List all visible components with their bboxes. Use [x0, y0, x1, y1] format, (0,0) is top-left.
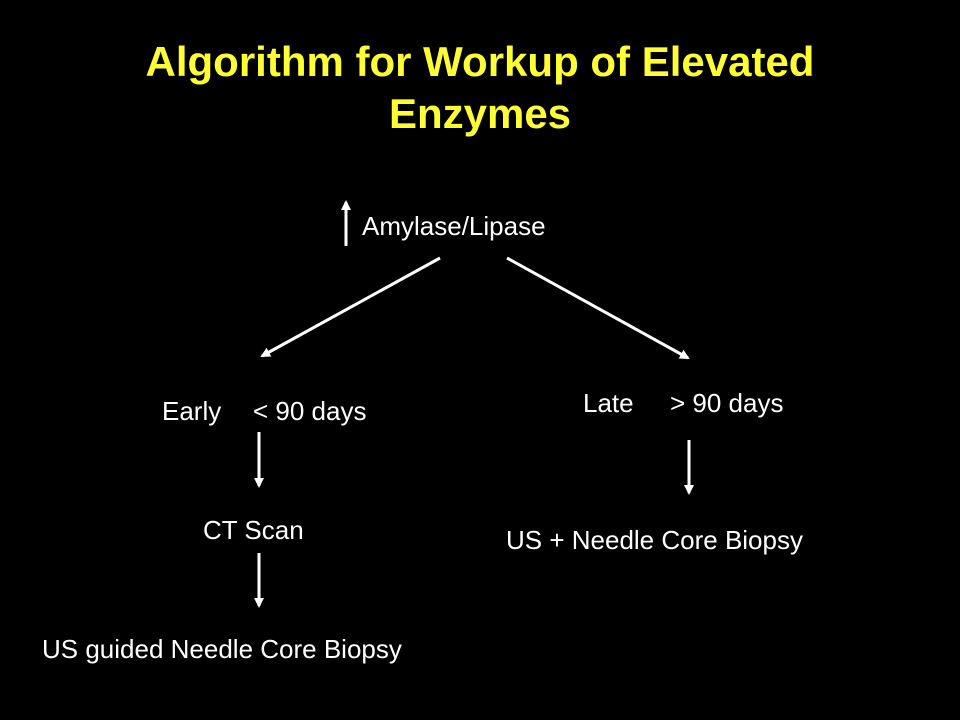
arrow-root-to-late [506, 256, 690, 360]
slide-title: Algorithm for Workup of Elevated Enzymes [0, 36, 960, 140]
node-us-guided-needle-core-biopsy: US guided Needle Core Biopsy [42, 634, 402, 664]
arrow-root-to-early [260, 256, 441, 358]
node-ct-scan: CT Scan [203, 515, 304, 545]
node-late-threshold: > 90 days [670, 388, 784, 418]
node-late-label: Late [583, 388, 634, 418]
node-us-needle-core-biopsy: US + Needle Core Biopsy [506, 525, 803, 555]
node-amylase-lipase: Amylase/Lipase [362, 211, 546, 241]
slide-title-line-2: Enzymes [388, 90, 572, 137]
slide-title-line-1: Algorithm for Workup of Elevated [145, 38, 815, 85]
node-early-threshold: < 90 days [253, 396, 367, 426]
node-early-label: Early [162, 396, 222, 426]
